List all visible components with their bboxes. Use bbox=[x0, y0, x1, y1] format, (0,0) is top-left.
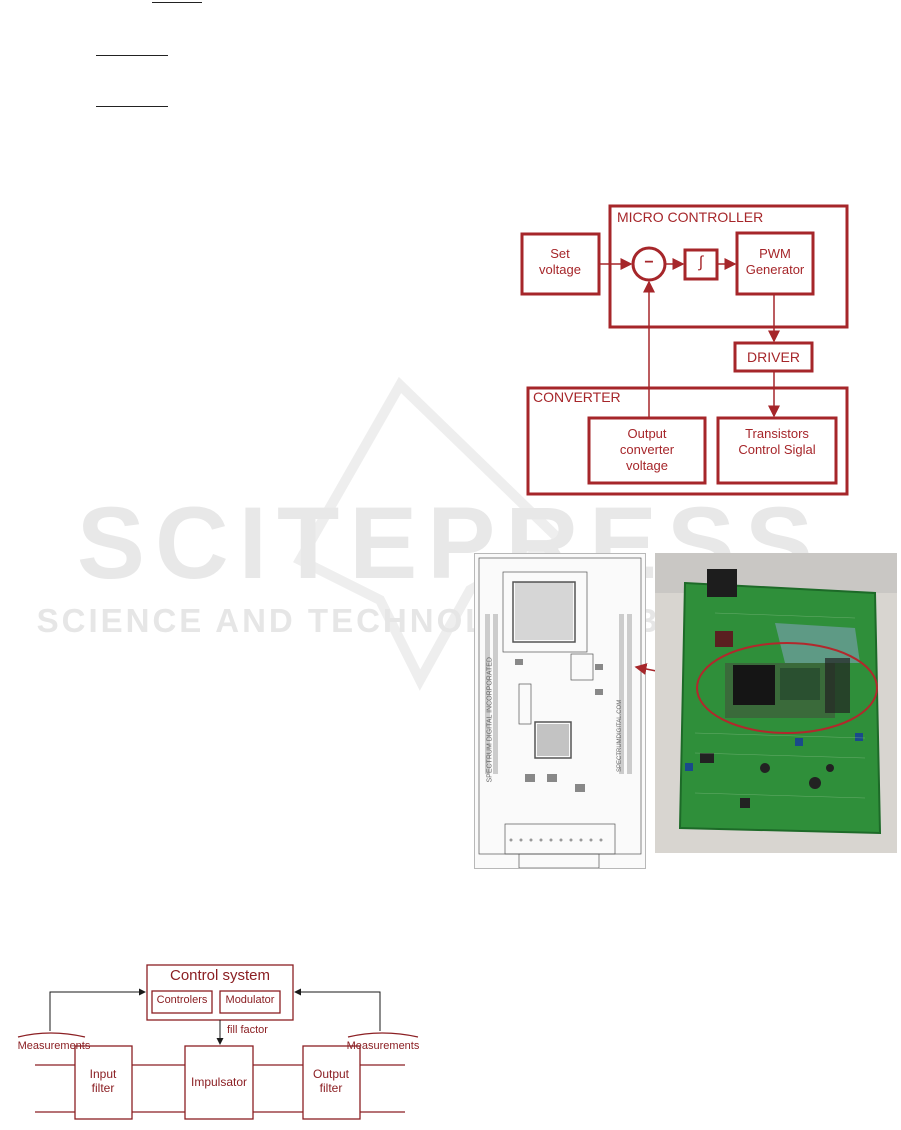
pcb-layout-drawing: SPECTRUM DIGITAL INCORPORATED SPECTRUMDI… bbox=[474, 553, 646, 869]
output-filter-label: Output filter bbox=[305, 1067, 357, 1095]
silkscreen-right: SPECTRUMDIGITAL.COM bbox=[617, 662, 623, 772]
controllers-label: Controlers bbox=[152, 994, 212, 1006]
input-filter-label: Input filter bbox=[78, 1067, 128, 1095]
top-rule-1 bbox=[152, 2, 202, 3]
top-rule-3 bbox=[96, 106, 168, 107]
board-photo bbox=[655, 553, 897, 853]
summing-symbol: − bbox=[639, 255, 659, 271]
fill-factor-label: fill factor bbox=[227, 1024, 268, 1036]
top-rule-2 bbox=[96, 55, 168, 56]
pwm-generator-label: PWM Generator bbox=[741, 246, 809, 278]
power-converter-control-diagram: Control system Controlers Modulator fill… bbox=[10, 955, 430, 1125]
impulsator-label: Impulsator bbox=[185, 1075, 253, 1089]
integrator-symbol: ∫ bbox=[685, 255, 717, 271]
micro-controller-title: MICRO CONTROLLER bbox=[617, 209, 763, 225]
control-system-label: Control system bbox=[147, 967, 293, 984]
measurements-right-label: Measurements bbox=[342, 1040, 424, 1052]
microcontroller-block-diagram: MICRO CONTROLLER Set voltage − ∫ PWM Gen… bbox=[515, 200, 855, 500]
modulator-label: Modulator bbox=[220, 994, 280, 1006]
output-voltage-label: Output converter voltage bbox=[599, 426, 695, 474]
converter-title: CONVERTER bbox=[533, 389, 621, 405]
set-voltage-label: Set voltage bbox=[529, 246, 591, 278]
measurements-left-label: Measurements bbox=[14, 1040, 94, 1052]
transistors-label: Transistors Control Siglal bbox=[725, 426, 829, 458]
silkscreen-left: SPECTRUM DIGITAL INCORPORATED bbox=[487, 633, 494, 783]
driver-label: DRIVER bbox=[735, 349, 812, 365]
